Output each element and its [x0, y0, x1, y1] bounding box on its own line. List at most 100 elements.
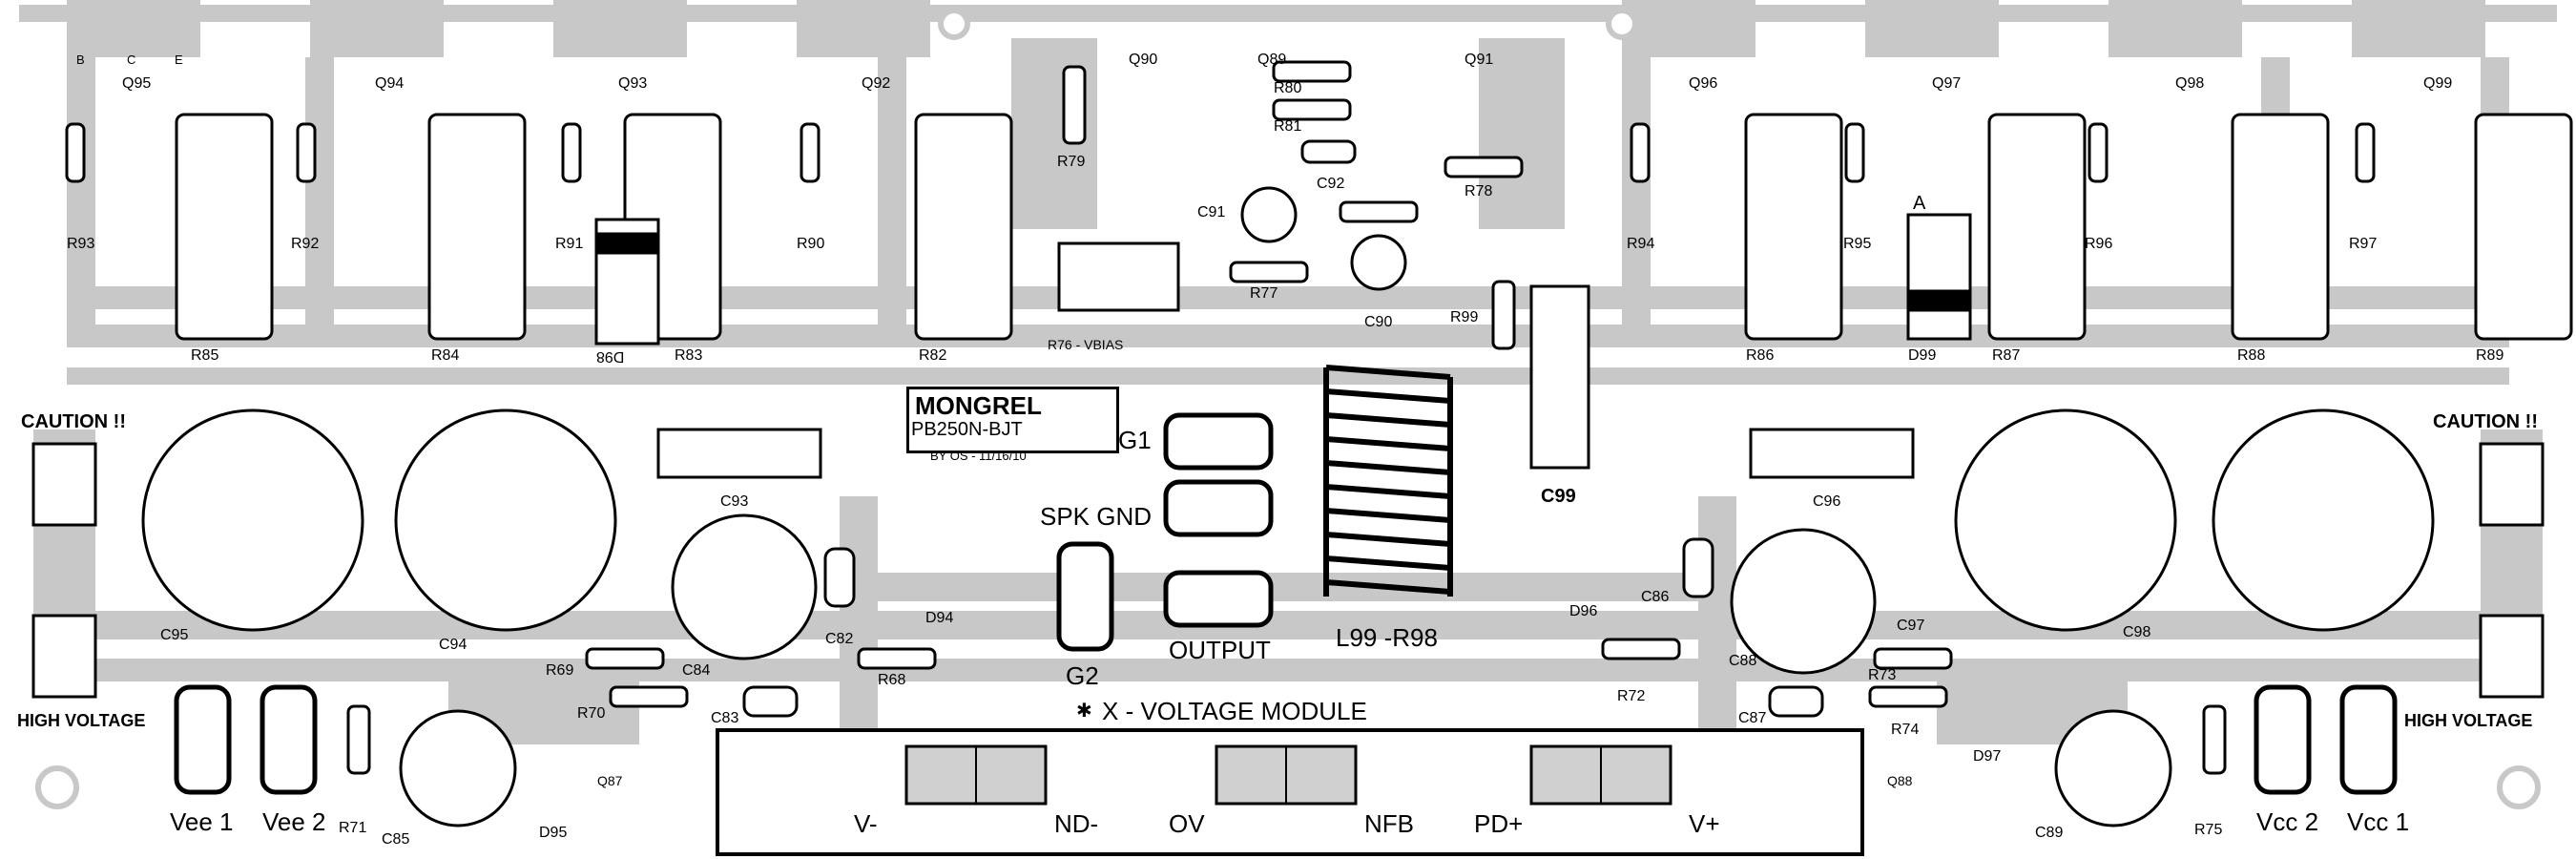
caution-label-right: CAUTION !! — [2433, 411, 2538, 432]
module-note: X - VOLTAGE MODULE — [1102, 697, 1367, 725]
label-r74: R74 — [1891, 722, 1920, 738]
label-c88: C88 — [1729, 653, 1757, 669]
transistor-label-q97: Q97 — [1932, 75, 1962, 92]
label-c99: C99 — [1541, 486, 1576, 507]
label-r69: R69 — [546, 662, 574, 679]
label-r97: R97 — [2349, 236, 2378, 252]
label-c95: C95 — [160, 627, 189, 643]
label-c98: C98 — [2123, 624, 2151, 640]
label-c83: C83 — [711, 710, 739, 726]
label-r90: R90 — [797, 236, 825, 252]
label-c90: C90 — [1364, 314, 1393, 330]
label-r99: R99 — [1450, 309, 1479, 325]
board-title: MONGREL — [906, 387, 1119, 453]
transistor-label-q94: Q94 — [375, 75, 405, 92]
mounting-holes — [35, 8, 2541, 809]
fuse-holders — [31, 442, 2545, 699]
pd-plus-label: PD+ — [1474, 809, 1524, 838]
pin-label-c: C — [127, 52, 136, 67]
label-r72: R72 — [1617, 688, 1646, 704]
v-minus-label: V- — [854, 809, 878, 838]
label-c97: C97 — [1897, 618, 1925, 634]
transistor-label-q89: Q89 — [1257, 52, 1287, 68]
label-r82: R82 — [919, 347, 947, 364]
label-r73: R73 — [1868, 667, 1897, 683]
label-c87: C87 — [1738, 710, 1767, 726]
label-r92: R92 — [291, 236, 320, 252]
label-c84: C84 — [682, 662, 711, 679]
output-label: OUTPUT — [1169, 636, 1271, 664]
board-credit: BY OS - 11/16/10 — [930, 449, 1027, 463]
label-r75: R75 — [2194, 822, 2223, 838]
label-r77: R77 — [1250, 285, 1278, 302]
label-r68: R68 — [878, 672, 906, 688]
label-r84: R84 — [431, 347, 460, 364]
transistor-label-q98: Q98 — [2175, 75, 2205, 92]
spade-connectors — [174, 412, 2398, 795]
transistor-label-q99: Q99 — [2423, 75, 2453, 92]
label-r85: R85 — [191, 347, 219, 364]
label-c82: C82 — [825, 631, 854, 647]
v-plus-label: V+ — [1689, 809, 1720, 838]
label-r83: R83 — [675, 347, 703, 364]
label-d94: D94 — [925, 610, 954, 626]
label-c85: C85 — [382, 831, 410, 848]
label-d98: D98 — [596, 348, 625, 365]
label-c93: C93 — [720, 493, 749, 510]
label-r86: R86 — [1746, 347, 1775, 364]
vcc2-label: Vcc 2 — [2256, 807, 2319, 836]
nfb-label: NFB — [1364, 809, 1414, 838]
label-r96: R96 — [2085, 236, 2113, 252]
inductor-coil — [1323, 365, 1453, 597]
label-anode-a: A — [1913, 193, 1926, 214]
transistor-label-q87: Q87 — [597, 773, 623, 788]
bias-diodes — [594, 213, 1972, 346]
label-r95: R95 — [1843, 236, 1872, 252]
transistor-label-q95: Q95 — [122, 75, 152, 92]
vcc1-label: Vcc 1 — [2347, 807, 2410, 836]
transistor-label-q88: Q88 — [1887, 773, 1913, 788]
label-d96: D96 — [1569, 603, 1598, 619]
transistor-label-q92: Q92 — [862, 75, 891, 92]
label-r88: R88 — [2237, 347, 2266, 364]
transistor-label-q96: Q96 — [1689, 75, 1718, 92]
nd-minus-label: ND- — [1054, 809, 1099, 838]
label-r89: R89 — [2476, 347, 2504, 364]
label-c96: C96 — [1813, 493, 1841, 510]
transistor-label-q90: Q90 — [1129, 52, 1158, 68]
high-voltage-label-left: HIGH VOLTAGE — [17, 711, 146, 730]
label-c89: C89 — [2035, 825, 2064, 841]
pin-label-b: B — [76, 52, 85, 67]
label-r70: R70 — [577, 705, 606, 722]
film-capacitors — [656, 139, 1915, 718]
g1-label: G1 — [1118, 426, 1152, 454]
label-c86: C86 — [1641, 589, 1670, 605]
vee1-label: Vee 1 — [170, 807, 234, 836]
small-resistors — [65, 60, 2376, 775]
transistor-label-q91: Q91 — [1465, 52, 1494, 68]
label-r87: R87 — [1992, 347, 2021, 364]
label-r71: R71 — [339, 820, 367, 836]
label-r80: R80 — [1274, 80, 1302, 96]
high-voltage-label-right: HIGH VOLTAGE — [2404, 711, 2533, 730]
label-r81: R81 — [1274, 118, 1302, 135]
label-d99: D99 — [1908, 347, 1937, 364]
label-l99: L99 -R98 — [1336, 623, 1438, 652]
label-r94: R94 — [1627, 236, 1655, 252]
module-terminals — [904, 744, 1672, 806]
label-r79: R79 — [1057, 154, 1086, 170]
transistor-label-q93: Q93 — [618, 75, 648, 92]
label-c92: C92 — [1317, 176, 1345, 192]
caution-label-left: CAUTION !! — [21, 411, 126, 432]
label-r91: R91 — [555, 236, 584, 252]
label-d95: D95 — [539, 825, 568, 841]
label-r93: R93 — [67, 236, 95, 252]
label-c91: C91 — [1197, 204, 1226, 220]
spk-gnd-label: SPK GND — [1040, 502, 1153, 531]
pin-label-e: E — [175, 52, 183, 67]
label-r78: R78 — [1465, 183, 1493, 199]
g2-label: G2 — [1066, 661, 1099, 690]
large-capacitors — [141, 186, 2435, 828]
